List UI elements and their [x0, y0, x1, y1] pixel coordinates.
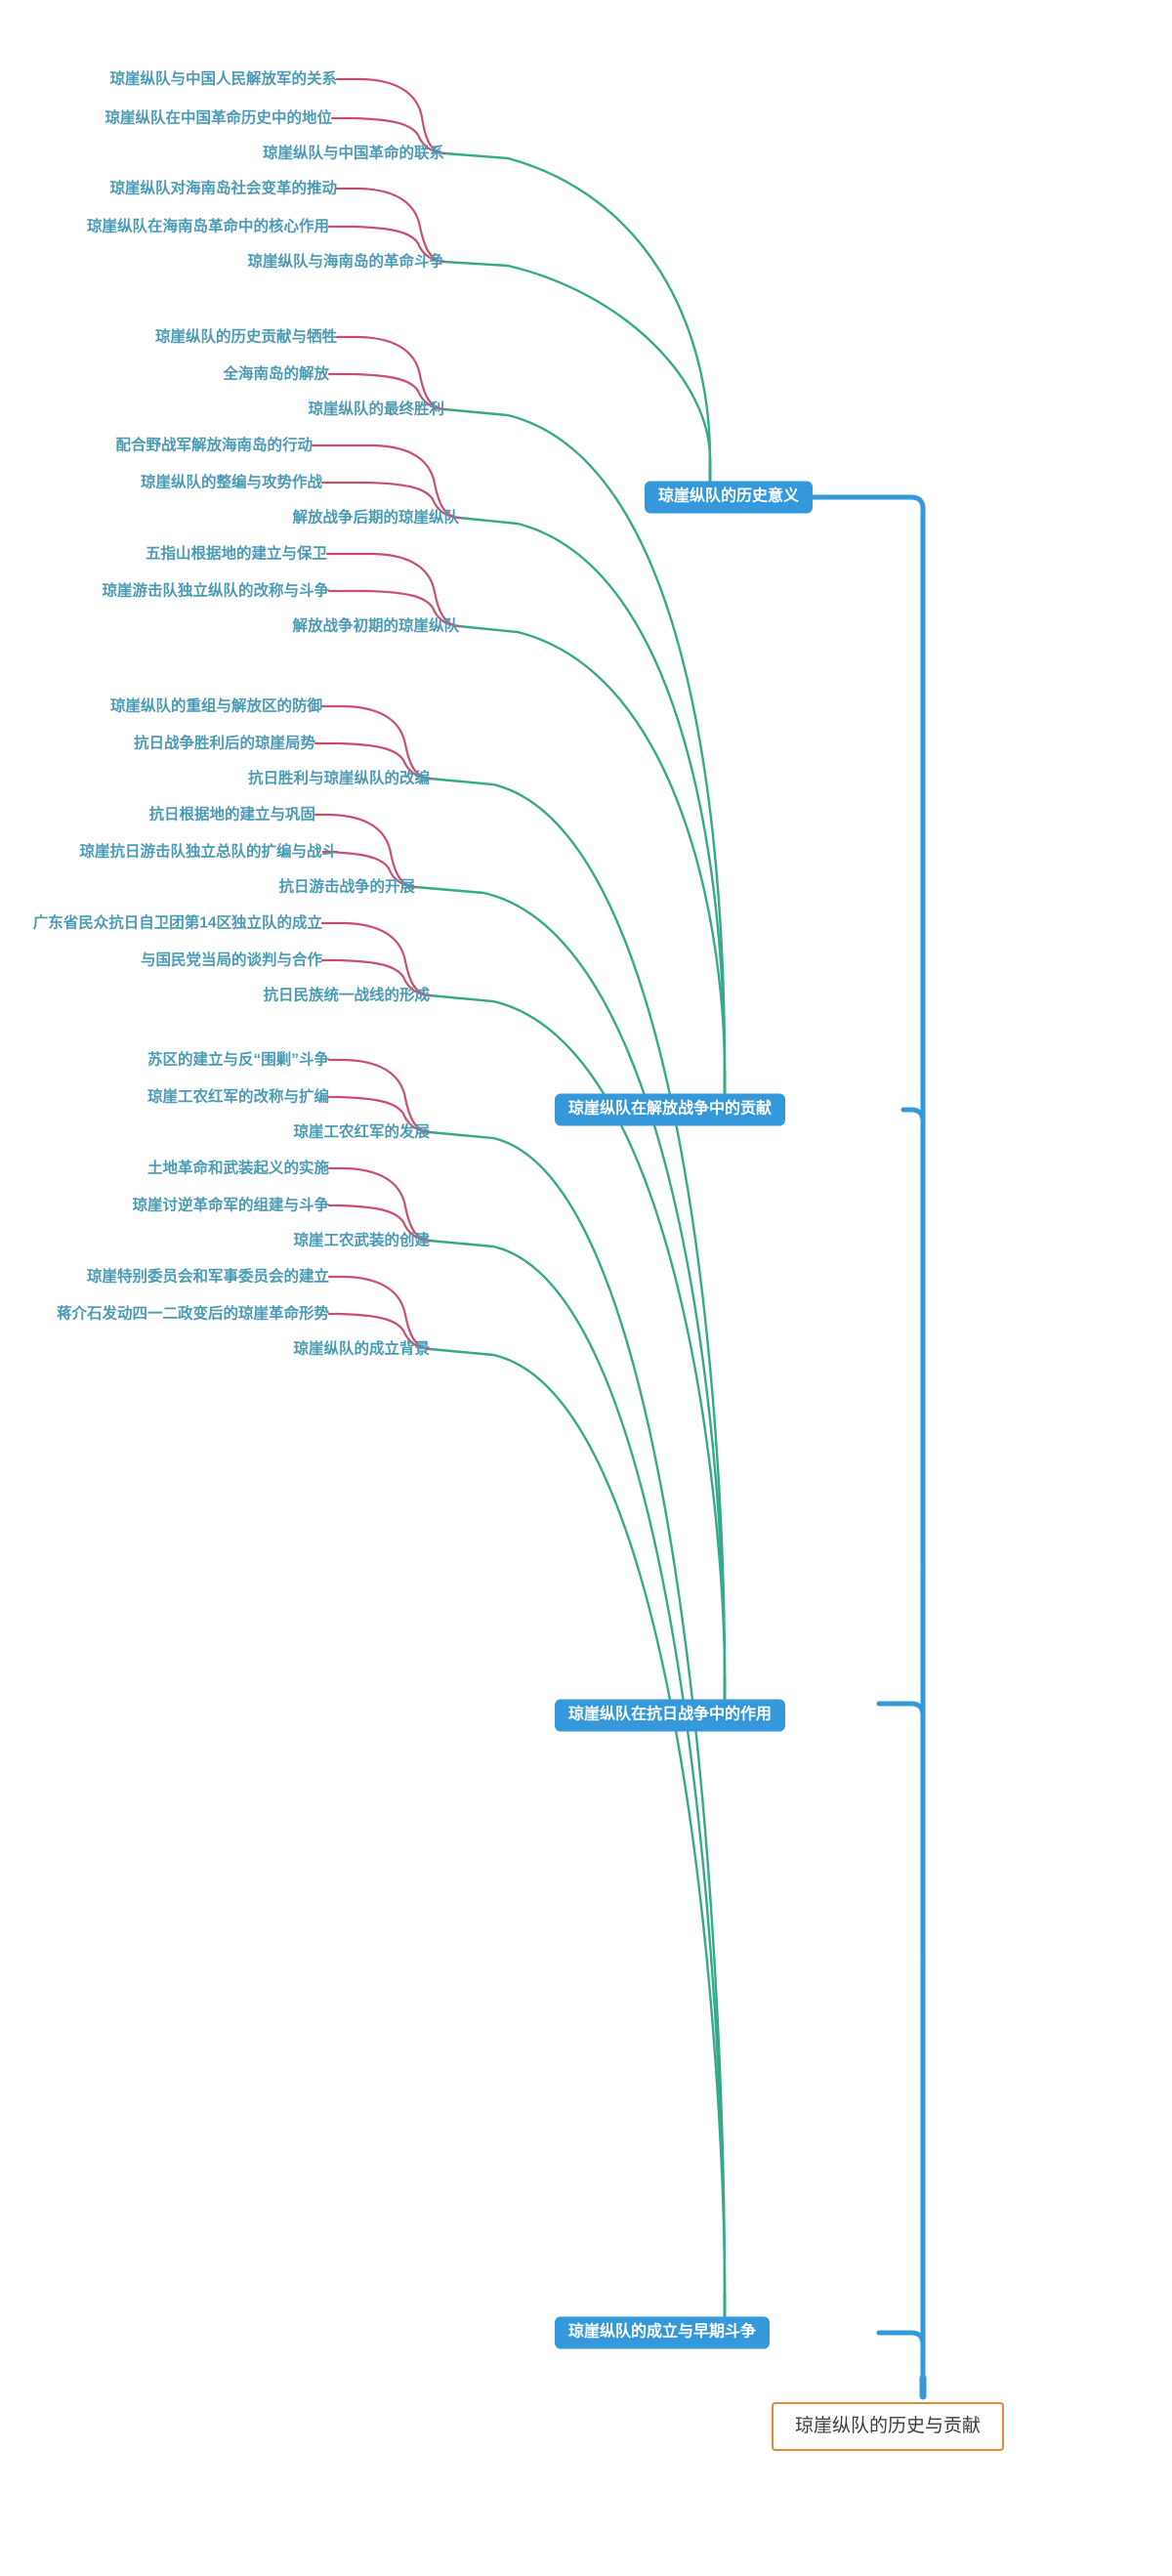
leaf-label: 全海南岛的解放: [223, 365, 329, 383]
leaf-label: 广东省民众抗日自卫团第14区独立队的成立: [32, 914, 322, 932]
leaf-label: 琼崖工农红军的改称与扩编: [146, 1088, 329, 1106]
leaf-node-2-2-2[interactable]: 琼崖纵队的整编与攻势作战: [141, 475, 322, 490]
leaf-label: 抗日战争胜利后的琼崖局势: [133, 735, 315, 752]
leaf-label: 苏区的建立与反“围剿”斗争: [146, 1051, 329, 1069]
root-node[interactable]: 琼崖纵队的历史与贡献: [772, 2402, 1005, 2451]
leaf-node-1-2-1[interactable]: 琼崖纵队对海南岛社会变革的推动: [109, 181, 337, 196]
mid-label: 抗日胜利与琼崖纵队的改编: [247, 770, 430, 787]
leaf-node-4-1-1[interactable]: 苏区的建立与反“围剿”斗争: [147, 1052, 329, 1068]
mid-node-2-2[interactable]: 解放战争后期的琼崖纵队: [292, 510, 459, 526]
mid-label: 琼崖纵队的成立背景: [293, 1340, 430, 1358]
leaf-node-4-3-1[interactable]: 琼崖特别委员会和军事委员会的建立: [87, 1269, 329, 1285]
leaf-node-1-1-1[interactable]: 琼崖纵队与中国人民解放军的关系: [109, 71, 337, 87]
leaf-node-1-2-2[interactable]: 琼崖纵队在海南岛革命中的核心作用: [87, 219, 329, 234]
branch-label: 琼崖纵队的成立与早期斗争: [568, 2323, 757, 2341]
leaf-node-3-1-2[interactable]: 抗日战争胜利后的琼崖局势: [134, 736, 315, 751]
leaf-label: 琼崖纵队与中国人民解放军的关系: [109, 70, 337, 88]
leaf-label: 琼崖游击队独立纵队的改称与斗争: [102, 582, 329, 600]
mid-node-2-3[interactable]: 解放战争初期的琼崖纵队: [292, 618, 459, 634]
leaf-label: 琼崖抗日游击队独立总队的扩编与战斗: [79, 843, 337, 861]
leaf-label: 琼崖纵队对海南岛社会变革的推动: [109, 180, 337, 197]
leaf-label: 土地革命和武装起义的实施: [146, 1160, 329, 1177]
mid-node-1-1[interactable]: 琼崖纵队与中国革命的联系: [263, 146, 444, 161]
mid-node-1-2[interactable]: 琼崖纵队与海南岛的革命斗争: [247, 254, 444, 270]
leaf-node-2-3-2[interactable]: 琼崖游击队独立纵队的改称与斗争: [102, 583, 329, 599]
branch-label: 琼崖纵队的历史意义: [658, 487, 800, 505]
leaf-label: 与国民党当局的谈判与合作: [140, 951, 322, 969]
branch-label: 琼崖纵队在抗日战争中的作用: [568, 1706, 773, 1723]
mid-node-4-3[interactable]: 琼崖纵队的成立背景: [293, 1341, 430, 1357]
leaf-node-4-2-2[interactable]: 琼崖讨逆革命军的组建与斗争: [132, 1198, 329, 1213]
mid-label: 琼崖纵队的最终胜利: [308, 401, 444, 418]
leaf-node-2-2-1[interactable]: 配合野战军解放海南岛的行动: [115, 438, 313, 453]
leaf-node-2-1-1[interactable]: 琼崖纵队的历史贡献与牺牲: [155, 329, 337, 345]
leaf-label: 琼崖纵队在海南岛革命中的核心作用: [86, 218, 329, 235]
mid-label: 琼崖纵队与海南岛的革命斗争: [247, 253, 444, 271]
mid-label: 琼崖工农红军的发展: [293, 1123, 430, 1141]
leaf-label: 抗日根据地的建立与巩固: [148, 806, 315, 823]
leaf-node-2-3-1[interactable]: 五指山根据地的建立与保卫: [146, 546, 327, 562]
mid-node-3-1[interactable]: 抗日胜利与琼崖纵队的改编: [248, 771, 430, 786]
leaf-node-3-2-1[interactable]: 抗日根据地的建立与巩固: [148, 807, 315, 823]
mid-node-4-2[interactable]: 琼崖工农武装的创建: [293, 1233, 430, 1248]
mid-node-2-1[interactable]: 琼崖纵队的最终胜利: [308, 401, 444, 417]
leaf-label: 琼崖纵队在中国革命历史中的地位: [105, 109, 332, 127]
mid-label: 抗日游击战争的开展: [278, 878, 415, 896]
mid-node-3-2[interactable]: 抗日游击战争的开展: [278, 879, 415, 895]
branch-node-3[interactable]: 琼崖纵队在抗日战争中的作用: [555, 1699, 786, 1732]
leaf-node-4-2-1[interactable]: 土地革命和武装起义的实施: [147, 1161, 329, 1176]
leaf-label: 琼崖特别委员会和军事委员会的建立: [86, 1268, 329, 1286]
leaf-node-3-2-2[interactable]: 琼崖抗日游击队独立总队的扩编与战斗: [79, 844, 337, 860]
leaf-node-4-1-2[interactable]: 琼崖工农红军的改称与扩编: [147, 1089, 329, 1105]
branch-node-4[interactable]: 琼崖纵队的成立与早期斗争: [555, 2316, 771, 2349]
leaf-label: 琼崖纵队的重组与解放区的防御: [109, 697, 322, 715]
leaf-node-3-3-2[interactable]: 与国民党当局的谈判与合作: [141, 952, 322, 968]
leaf-node-3-3-1[interactable]: 广东省民众抗日自卫团第14区独立队的成立: [33, 915, 322, 931]
leaf-label: 琼崖纵队的历史贡献与牺牲: [154, 328, 337, 346]
leaf-label: 琼崖讨逆革命军的组建与斗争: [132, 1197, 329, 1214]
mid-label: 琼崖工农武装的创建: [293, 1232, 430, 1249]
branch-label: 琼崖纵队在解放战争中的贡献: [568, 1100, 773, 1118]
root-label: 琼崖纵队的历史与贡献: [795, 2416, 982, 2436]
branch-node-1[interactable]: 琼崖纵队的历史意义: [645, 481, 814, 514]
leaf-label: 蒋介石发动四一二政变后的琼崖革命形势: [56, 1305, 329, 1323]
branch-node-2[interactable]: 琼崖纵队在解放战争中的贡献: [555, 1093, 786, 1126]
leaf-node-1-1-2[interactable]: 琼崖纵队在中国革命历史中的地位: [105, 110, 332, 126]
leaf-node-2-1-2[interactable]: 全海南岛的解放: [223, 366, 329, 382]
leaf-label: 五指山根据地的建立与保卫: [145, 545, 327, 563]
mid-node-3-3[interactable]: 抗日民族统一战线的形成: [263, 988, 430, 1003]
leaf-label: 琼崖纵队的整编与攻势作战: [140, 474, 322, 491]
leaf-node-4-3-2[interactable]: 蒋介石发动四一二政变后的琼崖革命形势: [57, 1306, 329, 1322]
leaf-node-3-1-1[interactable]: 琼崖纵队的重组与解放区的防御: [110, 698, 322, 714]
mid-label: 解放战争后期的琼崖纵队: [292, 509, 459, 527]
mid-label: 琼崖纵队与中国革命的联系: [262, 145, 444, 162]
leaf-label: 配合野战军解放海南岛的行动: [115, 437, 313, 454]
mid-node-4-1[interactable]: 琼崖工农红军的发展: [293, 1124, 430, 1140]
mid-label: 解放战争初期的琼崖纵队: [292, 617, 459, 635]
mid-label: 抗日民族统一战线的形成: [263, 987, 430, 1004]
